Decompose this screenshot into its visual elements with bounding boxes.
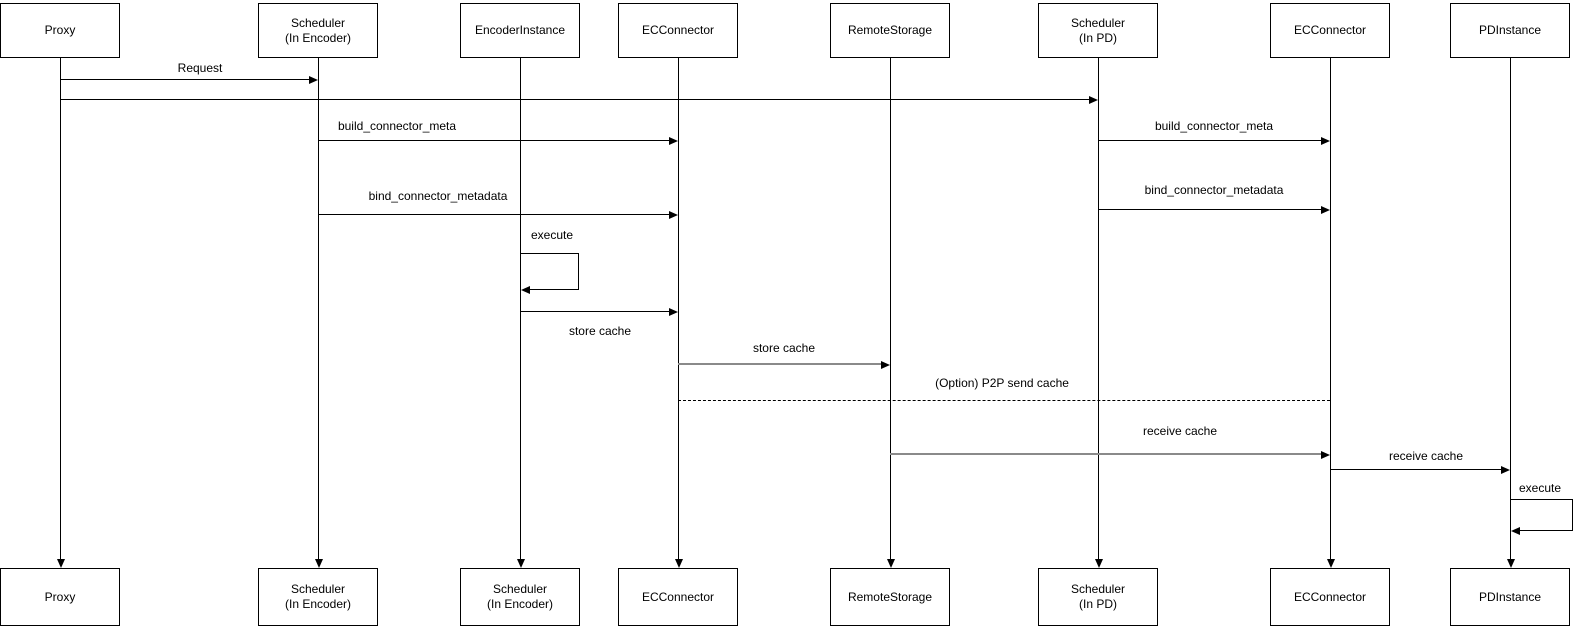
participant-bottom-pd-instance: PDInstance (1450, 568, 1570, 626)
message-arrowhead-proxy-to-scheduler-pd (1089, 95, 1098, 104)
message-line-bind-connector-metadata-pd (1098, 209, 1322, 210)
participant-top-ec-connector-pd: ECConnector (1270, 3, 1390, 58)
message-line-receive-cache-pd (1330, 469, 1502, 470)
participant-label-line: (In Encoder) (486, 597, 554, 611)
message-line-receive-cache-ec (890, 453, 1322, 455)
participant-label-line: Scheduler (1070, 15, 1126, 30)
message-arrowhead-receive-cache-pd (1501, 465, 1510, 474)
participant-label-line: RemoteStorage (847, 589, 933, 604)
participant-top-proxy: Proxy (0, 3, 120, 58)
lifeline-arrowhead-encoder-instance (516, 559, 525, 568)
message-line-proxy-to-scheduler-pd (60, 99, 1090, 100)
message-arrowhead-bind-connector-metadata-pd (1321, 205, 1330, 214)
participant-top-encoder-instance: EncoderInstance (460, 3, 580, 58)
lifeline-proxy (60, 58, 61, 559)
lifeline-pd-instance (1510, 58, 1511, 559)
message-selfloop-bottom-execute-pd (1519, 530, 1573, 531)
message-line-store-cache-remote (678, 363, 882, 365)
message-line-store-cache-encoder (520, 311, 670, 312)
message-label-store-cache-remote: store cache (750, 341, 818, 355)
message-label-build-connector-meta-encoder: build_connector_meta (335, 119, 459, 133)
participant-bottom-ec-connector-pd: ECConnector (1270, 568, 1390, 626)
message-label-p2p-send-cache: (Option) P2P send cache (933, 376, 1071, 390)
message-arrowhead-execute-encoder (521, 285, 530, 294)
message-arrowhead-bind-connector-metadata-encoder (669, 210, 678, 219)
participant-bottom-remote-storage: RemoteStorage (830, 568, 950, 626)
lifeline-scheduler-pd (1098, 58, 1099, 559)
message-line-build-connector-meta-encoder (318, 140, 670, 141)
lifeline-arrowhead-ec-connector-encoder (674, 559, 683, 568)
lifeline-ec-connector-encoder (678, 58, 679, 559)
participant-bottom-encoder-instance: Scheduler(In Encoder) (460, 568, 580, 626)
message-line-p2p-send-cache (678, 400, 1330, 401)
participant-label-line: RemoteStorage (847, 23, 933, 37)
participant-label-line: (In PD) (1078, 597, 1117, 611)
participant-label-line: Scheduler (290, 15, 346, 30)
participant-top-scheduler-encoder: Scheduler(In Encoder) (258, 3, 378, 58)
participant-label-line: ECConnector (1293, 589, 1367, 604)
message-arrowhead-build-connector-meta-pd (1321, 136, 1330, 145)
participant-label-line: Scheduler (1070, 582, 1126, 596)
message-line-bind-connector-metadata-encoder (318, 214, 670, 215)
message-arrowhead-store-cache-remote (881, 360, 890, 369)
participant-bottom-proxy: Proxy (0, 568, 120, 626)
participant-label-line: Proxy (44, 589, 76, 604)
participant-label-line: Scheduler (492, 582, 548, 596)
message-arrowhead-receive-cache-ec (1321, 450, 1330, 459)
lifeline-arrowhead-scheduler-pd (1094, 559, 1103, 568)
message-line-request (60, 79, 310, 80)
participant-label-line: ECConnector (641, 23, 715, 37)
message-arrowhead-build-connector-meta-encoder (669, 136, 678, 145)
message-label-execute-pd: execute (1516, 481, 1564, 495)
message-arrowhead-store-cache-encoder (669, 307, 678, 316)
message-selfloop-top-execute-pd (1510, 499, 1572, 500)
message-line-build-connector-meta-pd (1098, 140, 1322, 141)
message-label-request: Request (175, 61, 225, 75)
participant-label-line: Proxy (44, 23, 76, 37)
participant-label-line: Scheduler (290, 582, 346, 596)
lifeline-arrowhead-pd-instance (1506, 559, 1515, 568)
message-label-execute-encoder: execute (528, 228, 576, 242)
participant-label-line: ECConnector (641, 589, 715, 604)
lifeline-remote-storage (890, 58, 891, 559)
message-label-build-connector-meta-pd: build_connector_meta (1152, 119, 1276, 133)
message-selfloop-bottom-execute-encoder (529, 289, 579, 290)
participant-label-line: (In Encoder) (284, 30, 352, 45)
participant-top-remote-storage: RemoteStorage (830, 3, 950, 58)
message-label-receive-cache-pd: receive cache (1386, 449, 1466, 463)
participant-bottom-scheduler-pd: Scheduler(In PD) (1038, 568, 1158, 626)
lifeline-arrowhead-ec-connector-pd (1326, 559, 1335, 568)
participant-bottom-ec-connector-encoder: ECConnector (618, 568, 738, 626)
message-selfloop-side-execute-encoder (578, 253, 579, 289)
participant-label-line: (In PD) (1078, 30, 1117, 45)
message-selfloop-side-execute-pd (1572, 499, 1573, 530)
participant-top-pd-instance: PDInstance (1450, 3, 1570, 58)
message-label-store-cache-encoder: store cache (566, 324, 634, 338)
lifeline-arrowhead-remote-storage (886, 559, 895, 568)
participant-bottom-scheduler-encoder: Scheduler(In Encoder) (258, 568, 378, 626)
participant-label-line: PDInstance (1478, 589, 1542, 604)
lifeline-ec-connector-pd (1330, 58, 1331, 559)
message-arrowhead-request (309, 75, 318, 84)
participant-top-scheduler-pd: Scheduler(In PD) (1038, 3, 1158, 58)
lifeline-arrowhead-proxy (56, 559, 65, 568)
participant-label-line: ECConnector (1293, 23, 1367, 37)
lifeline-scheduler-encoder (318, 58, 319, 559)
message-label-bind-connector-metadata-encoder: bind_connector_metadata (366, 189, 510, 203)
participant-label-line: (In Encoder) (284, 597, 352, 611)
participant-label-line: EncoderInstance (474, 23, 566, 37)
message-label-bind-connector-metadata-pd: bind_connector_metadata (1142, 183, 1286, 197)
participant-label-line: PDInstance (1478, 23, 1542, 37)
lifeline-encoder-instance (520, 58, 521, 559)
message-label-receive-cache-ec: receive cache (1140, 424, 1220, 438)
message-arrowhead-execute-pd (1511, 526, 1520, 535)
message-selfloop-top-execute-encoder (520, 253, 578, 254)
participant-top-ec-connector-encoder: ECConnector (618, 3, 738, 58)
lifeline-arrowhead-scheduler-encoder (314, 559, 323, 568)
